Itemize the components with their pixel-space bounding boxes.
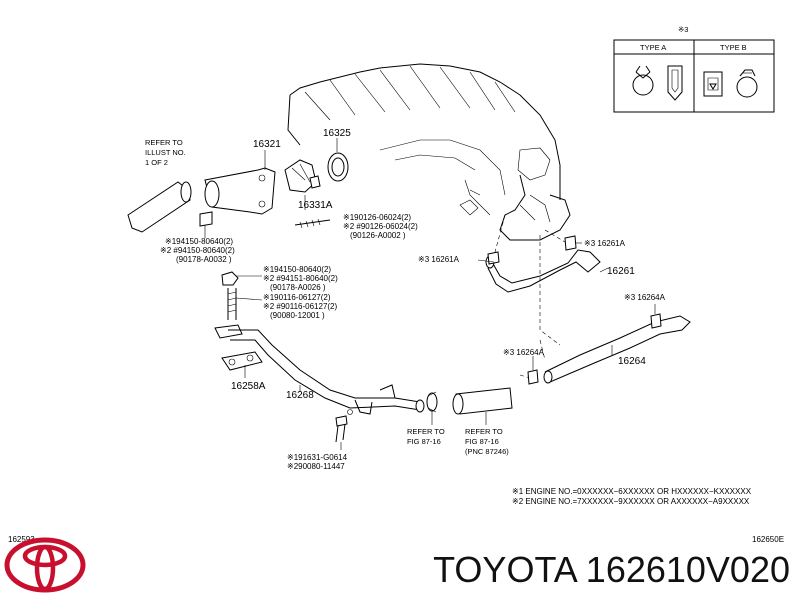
- hose-16264: [527, 313, 691, 385]
- clamp-type-legend: ※3 TYPE A TYPE B: [613, 25, 775, 113]
- label-16331a: 16331A: [298, 200, 333, 211]
- note-90116-2: ※2 #90116-06127(2): [263, 302, 338, 311]
- thermostat-housing-16321: [127, 167, 276, 233]
- refer-fig2-line1: REFER TO: [465, 427, 503, 436]
- note-90126-2: ※2 #90126-06024(2): [343, 222, 418, 231]
- note-90126-3: (90126-A0002 ): [350, 231, 406, 240]
- bolt-91631: [335, 415, 348, 443]
- label-16264: 16264: [618, 356, 646, 367]
- refer-illust-line1: REFER TO: [145, 138, 183, 147]
- note-90116-3: (90080-12001 ): [270, 311, 325, 320]
- refer-fig1-line2: FIG 87-16: [407, 437, 441, 446]
- label-16268: 16268: [286, 390, 314, 401]
- legend-type-a: TYPE A: [640, 43, 666, 52]
- bypass-pipe-16268: [214, 324, 425, 415]
- label-16258a: 16258A: [231, 381, 266, 392]
- toyota-logo: [4, 537, 86, 593]
- nut-stud-group: [221, 271, 239, 320]
- note-94150-a1: ※194150-80640(2): [165, 237, 233, 246]
- refer-illust-line3: 1 OF 2: [145, 158, 168, 167]
- refer-fig1-line1: REFER TO: [407, 427, 445, 436]
- label-16264a-left: ※3 16264A: [503, 348, 545, 357]
- legend-type-b: TYPE B: [720, 43, 747, 52]
- note-91631-1: ※191631-G0614: [287, 453, 348, 462]
- engine-note-1: ※1 ENGINE NO.=0XXXXXX−6XXXXXX OR HXXXXXX…: [512, 487, 752, 496]
- note-91631-2: ※290080-11447: [287, 462, 345, 471]
- diagram-code-left: 162593: [8, 535, 35, 544]
- thermostat-16331a: [284, 159, 321, 193]
- gasket-16258a: [221, 351, 263, 371]
- note-94150-b3: (90178-A0026 ): [270, 283, 326, 292]
- part-number-caption: TOYOTA 162610V020: [433, 549, 790, 590]
- clamp-16261a: [487, 235, 577, 265]
- hose-16261: [485, 249, 601, 293]
- label-16261a-top: ※3 16261A: [584, 239, 626, 248]
- engine-note-2: ※2 ENGINE NO.=7XXXXXX−9XXXXXX OR AXXXXXX…: [512, 497, 750, 506]
- label-16325: 16325: [323, 128, 351, 139]
- stud-bolt: [294, 218, 331, 229]
- refer-illust-line2: ILLUST NO.: [145, 148, 186, 157]
- note-94150-a2: ※2 #94150-80640(2): [160, 246, 235, 255]
- label-16321: 16321: [253, 139, 281, 150]
- note-94150-b1: ※194150-80640(2): [263, 265, 331, 274]
- note-94150-b2: ※2 #94151-80640(2): [263, 274, 338, 283]
- note-94150-a3: (90178-A0032 ): [176, 255, 232, 264]
- label-16264a-right: ※3 16264A: [624, 293, 666, 302]
- leader-lines: [204, 138, 656, 450]
- label-16261a-left: ※3 16261A: [418, 255, 460, 264]
- label-16261: 16261: [607, 266, 635, 277]
- note-90116-1: ※190116-06127(2): [263, 293, 331, 302]
- refer-fig2-line3: (PNC 87246): [465, 447, 509, 456]
- clamp-type-a-icon: [632, 65, 683, 101]
- clamp-type-b-icon: [703, 69, 758, 98]
- part-labels: REFER TO ILLUST NO. 1 OF 2 16321 16325 1…: [145, 128, 666, 471]
- engine-notes: ※1 ENGINE NO.=0XXXXXX−6XXXXXX OR HXXXXXX…: [512, 487, 752, 506]
- hose-fig-87-16: [426, 387, 513, 415]
- engine-outline: [287, 63, 571, 241]
- refer-fig2-line2: FIG 87-16: [465, 437, 499, 446]
- gasket-16325: [327, 152, 349, 182]
- note-90126-1: ※190126-06024(2): [343, 213, 411, 222]
- legend-ref-mark: ※3: [678, 25, 688, 34]
- diagram-code-right: 162650E: [752, 535, 784, 544]
